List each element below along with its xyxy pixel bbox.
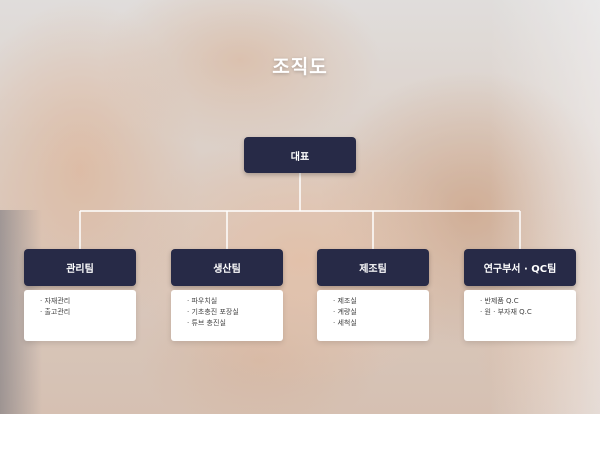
duty-item: 출고관리	[40, 307, 136, 318]
duty-item: 세척실	[333, 318, 429, 329]
page-title: 조직도	[272, 56, 328, 78]
org-node-production: 생산팀	[171, 249, 283, 286]
duty-card-research-qc: 반제품 Q.C 원 · 부자재 Q.C	[464, 290, 576, 341]
org-node-research-qc: 연구부서 · QC팀	[464, 249, 576, 286]
org-node-management: 관리팀	[24, 249, 136, 286]
duty-card-production: 파우치실 기초충진 포장실 튜브 충진실	[171, 290, 283, 341]
duty-item: 원 · 부자재 Q.C	[480, 307, 576, 318]
duty-item: 반제품 Q.C	[480, 296, 576, 307]
duty-item: 파우치실	[187, 296, 283, 307]
org-node-manufacturing: 제조팀	[317, 249, 429, 286]
duty-item: 계량실	[333, 307, 429, 318]
duty-item: 기초충진 포장실	[187, 307, 283, 318]
duty-item: 자재관리	[40, 296, 136, 307]
duty-item: 튜브 충진실	[187, 318, 283, 329]
duty-item: 제조실	[333, 296, 429, 307]
duty-card-manufacturing: 제조실 계량실 세척실	[317, 290, 429, 341]
org-node-ceo: 대표	[244, 137, 356, 173]
duty-card-management: 자재관리 출고관리	[24, 290, 136, 341]
